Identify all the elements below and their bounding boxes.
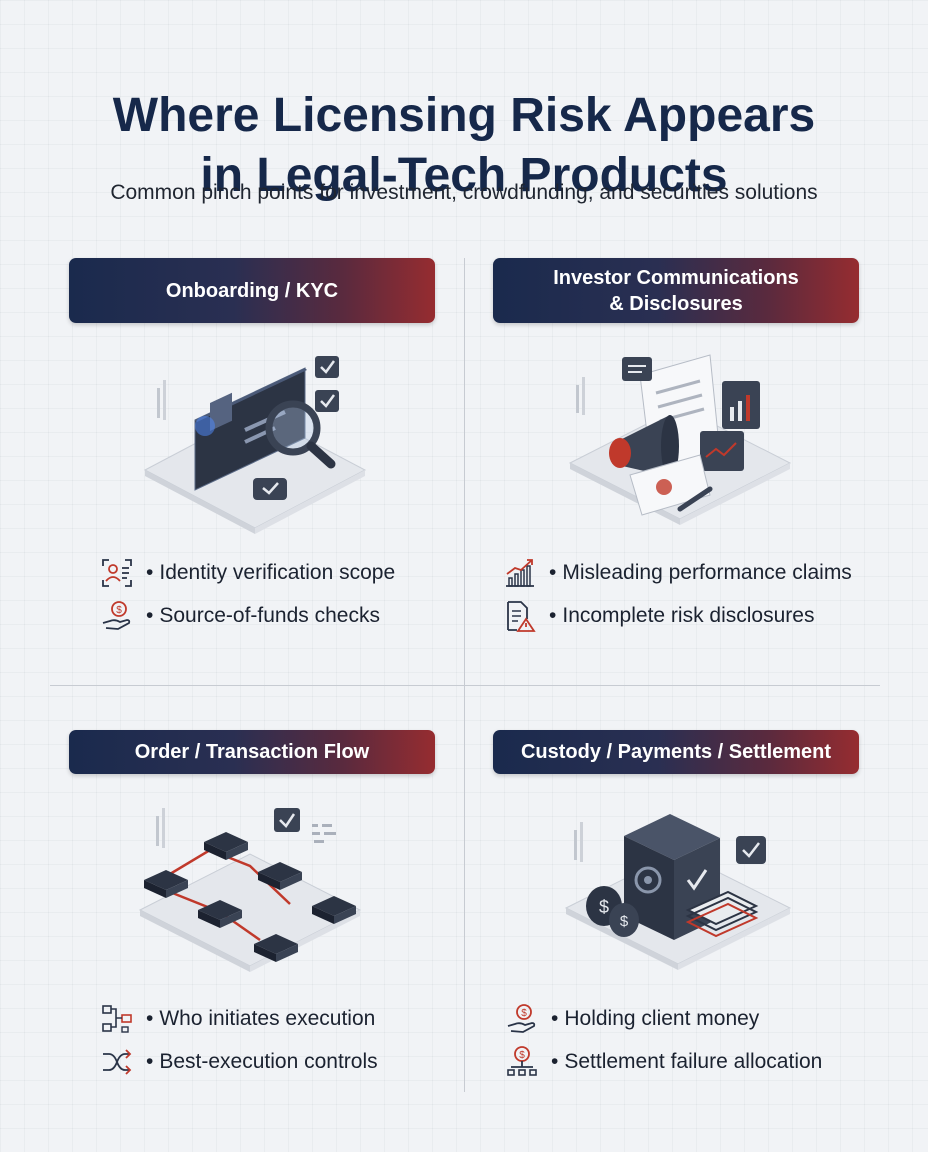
bullet-text: Settlement failure allocation	[564, 1050, 823, 1073]
hand-coin-icon: $	[102, 601, 131, 630]
title-line-2: in Legal-Tech Products	[200, 149, 728, 203]
custody-bullet-1: $ • Holding client money	[505, 1002, 759, 1036]
title-line-1: Where Licensing Risk Appears	[112, 89, 816, 143]
communications-header: Investor Communications & Disclosures	[493, 258, 859, 323]
custody-title: Custody / Payments / Settlement	[520, 741, 832, 763]
vertical-divider	[464, 258, 465, 1092]
flow-blocks-icon	[138, 808, 362, 972]
id-card-magnifier-icon	[143, 356, 367, 534]
horizontal-divider	[50, 685, 880, 686]
bullet-text: Best-execution controls	[159, 1050, 378, 1073]
user-id-icon	[102, 559, 132, 587]
communications-title-line-2: & Disclosures	[609, 292, 743, 315]
orders-title: Order / Transaction Flow	[134, 741, 370, 763]
bullet-text: Holding client money	[564, 1007, 760, 1030]
hand-coin-icon: $	[507, 1004, 536, 1033]
onboarding-title: Onboarding / KYC	[165, 279, 339, 302]
bullet-text: Who initiates execution	[159, 1007, 376, 1030]
communications-title-line-1: Investor Communications	[553, 266, 799, 289]
page-subtitle: Common pinch points for investment, crow…	[110, 181, 818, 204]
safe-money-icon: $ $	[564, 814, 792, 970]
communications-bullet-2: • Incomplete risk disclosures	[503, 599, 814, 633]
shuffle-arrows-icon	[103, 1049, 132, 1075]
svg-text:$: $	[519, 1050, 525, 1061]
megaphone-document-icon	[568, 354, 792, 525]
svg-text:$: $	[116, 605, 122, 616]
communications-bullet-1: • Misleading performance claims	[503, 556, 852, 590]
document-warning-icon	[507, 601, 536, 632]
bullet-text: Misleading performance claims	[562, 561, 852, 584]
onboarding-bullet-2: $ • Source-of-funds checks	[100, 599, 380, 633]
page-title: Where Licensing Risk Appears in Legal-Te…	[0, 86, 928, 206]
rising-chart-icon	[506, 559, 534, 587]
bullet-text: Identity verification scope	[159, 561, 396, 584]
coin-network-icon: $	[507, 1046, 537, 1076]
custody-bullet-2: $ • Settlement failure allocation	[505, 1045, 822, 1079]
orders-bullet-2: • Best-execution controls	[100, 1045, 378, 1079]
orders-bullet-1: • Who initiates execution	[100, 1002, 375, 1036]
bullet-text: Incomplete risk disclosures	[562, 604, 815, 627]
svg-text:$: $	[620, 913, 629, 930]
orders-header: Order / Transaction Flow	[69, 730, 435, 774]
svg-text:$: $	[521, 1008, 527, 1019]
onboarding-bullet-1: • Identity verification scope	[100, 556, 395, 590]
onboarding-header: Onboarding / KYC	[69, 258, 435, 323]
svg-text:$: $	[599, 897, 609, 917]
custody-header: Custody / Payments / Settlement	[493, 730, 859, 774]
flowchart-icon	[102, 1005, 132, 1033]
bullet-text: Source-of-funds checks	[159, 604, 380, 627]
